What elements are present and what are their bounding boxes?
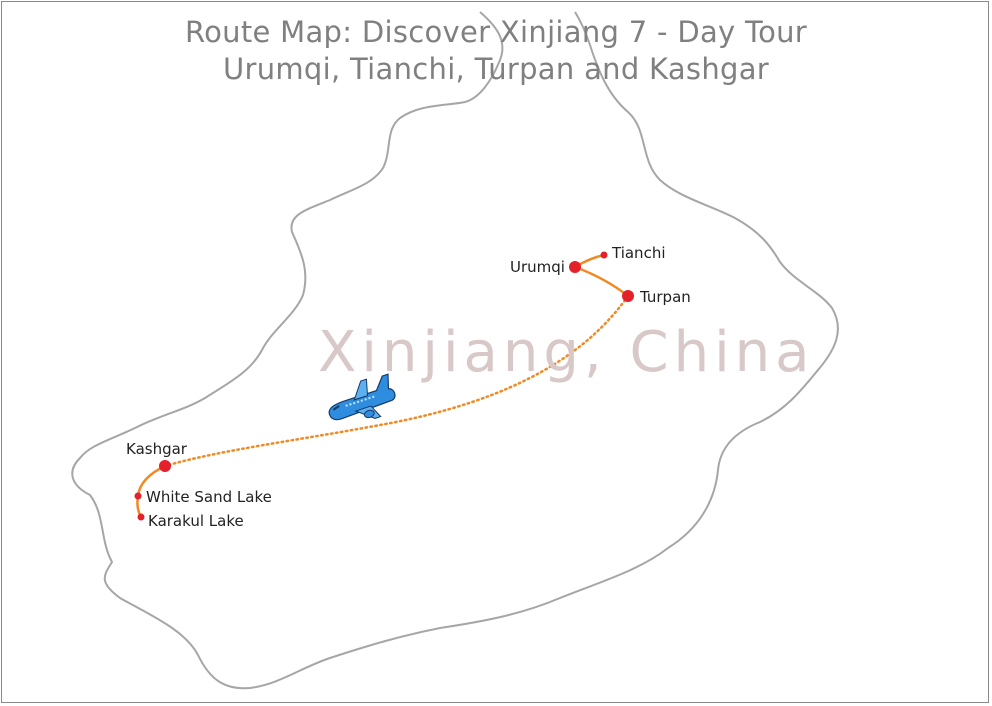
city-marker-kashgar[interactable] [159,460,171,472]
city-marker-white-sand-lake[interactable] [134,492,142,500]
map-title-line1: Route Map: Discover Xinjiang 7 - Day Tou… [184,15,808,49]
airplane-icon [328,373,396,421]
map-title-line2: Urumqi, Tianchi, Turpan and Kashgar [222,52,770,86]
route-urumqi-turpan [574,265,629,297]
label-urumqi: Urumqi [510,258,565,276]
label-white-sand-lake: White Sand Lake [146,488,272,506]
label-karakul-lake: Karakul Lake [148,512,244,530]
city-marker-turpan[interactable] [622,290,634,302]
city-marker-urumqi[interactable] [569,261,581,273]
flight-route-turpan-kashgar [163,294,630,468]
city-marker-tianchi[interactable] [600,251,608,259]
label-turpan: Turpan [640,288,691,306]
label-kashgar: Kashgar [126,440,187,458]
region-watermark: Xinjiang, China [318,320,815,385]
label-tianchi: Tianchi [612,244,666,262]
xinjiang-border [71,11,839,690]
city-marker-karakul-lake[interactable] [137,513,145,521]
